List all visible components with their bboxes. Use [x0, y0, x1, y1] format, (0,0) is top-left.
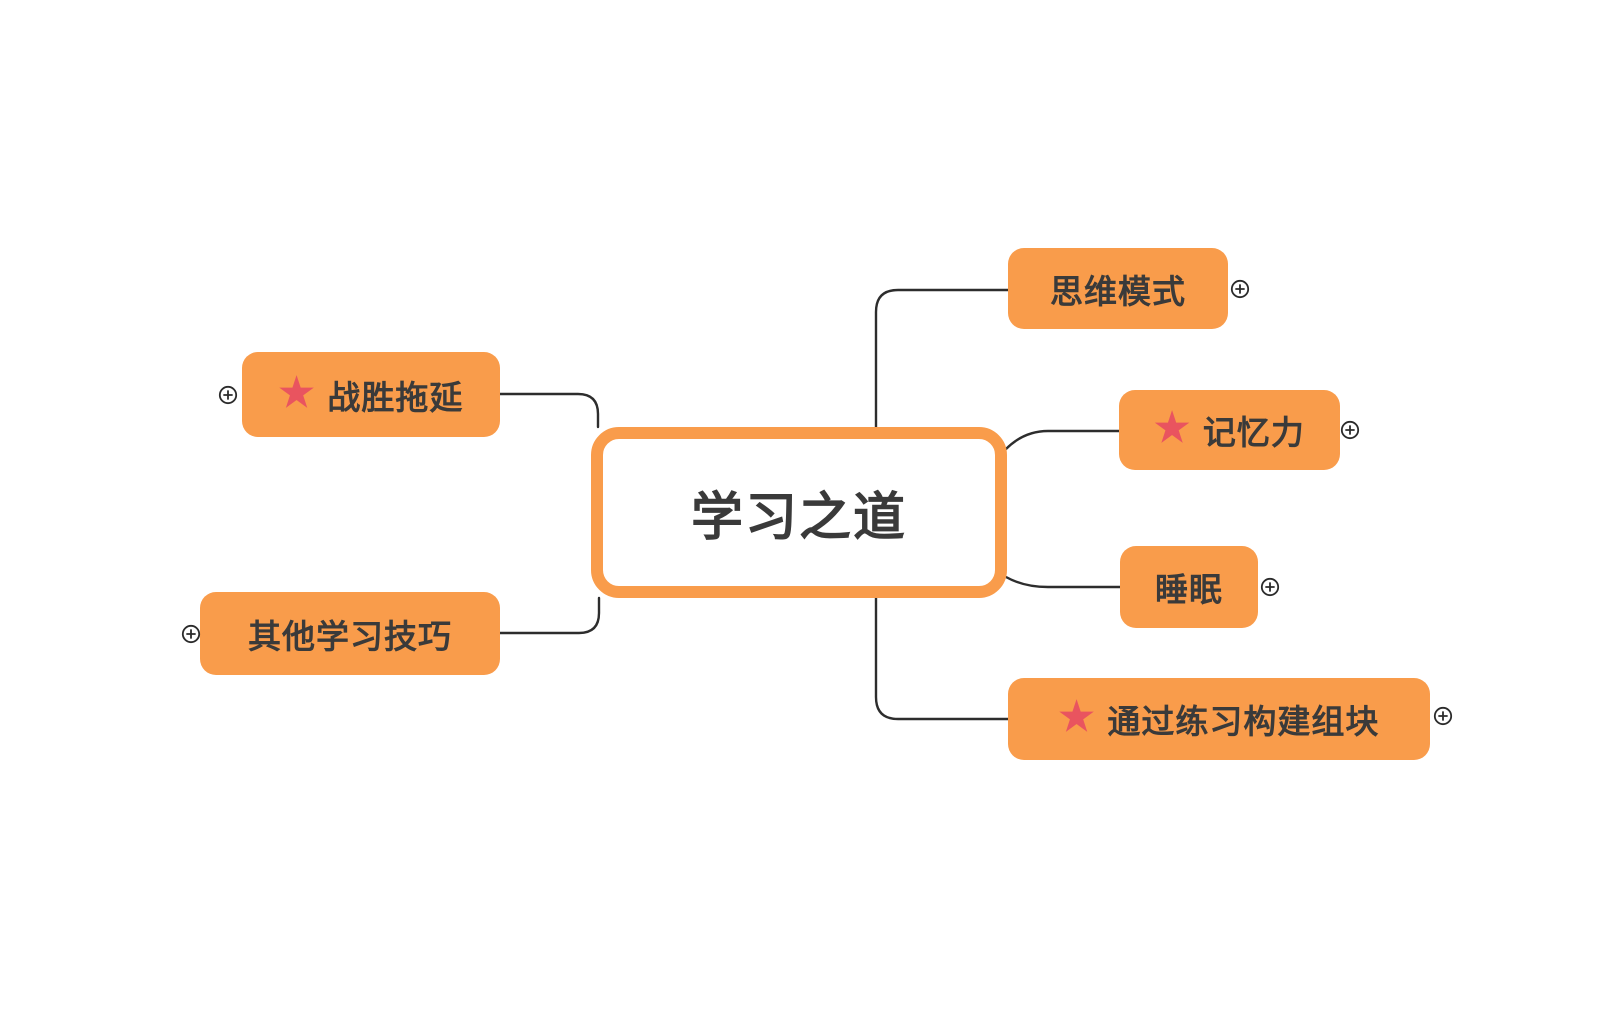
- plus-circle-icon: [1340, 420, 1360, 440]
- plus-circle-icon: [1260, 577, 1280, 597]
- star-icon[interactable]: ★: [278, 370, 316, 415]
- plus-circle-icon: [218, 385, 238, 405]
- topic-sleep[interactable]: 睡眠: [1120, 546, 1258, 628]
- topic-build-chunks-through-practice[interactable]: ★ 通过练习构建组块: [1008, 678, 1430, 760]
- connector-root-to-tongguo: [874, 596, 1010, 721]
- expand-button[interactable]: [218, 385, 238, 405]
- connector-root-to-siwei: [874, 288, 1010, 429]
- topic-thinking-modes[interactable]: 思维模式: [1008, 248, 1228, 329]
- plus-circle-icon: [181, 624, 201, 644]
- connector-root-to-zhansheng: [498, 392, 600, 429]
- topic-label: 记忆力: [1202, 414, 1305, 451]
- connector-root-to-jiyili: [1004, 429, 1121, 451]
- topic-memory[interactable]: ★ 记忆力: [1119, 390, 1340, 470]
- plus-circle-icon: [1230, 279, 1250, 299]
- topic-label: 思维模式: [1050, 272, 1186, 310]
- connector-root-to-shuimian: [1004, 575, 1122, 589]
- expand-button[interactable]: [1260, 577, 1280, 597]
- root-topic[interactable]: 学习之道: [591, 427, 1007, 598]
- expand-button[interactable]: [181, 624, 201, 644]
- expand-button[interactable]: [1340, 420, 1360, 440]
- expand-button[interactable]: [1230, 279, 1250, 299]
- plus-circle-icon: [1433, 706, 1453, 726]
- topic-label: 战胜拖延: [327, 378, 464, 416]
- topic-overcome-procrastination[interactable]: ★ 战胜拖延: [242, 352, 500, 437]
- star-icon[interactable]: ★: [1154, 406, 1191, 450]
- connector-root-to-qita: [498, 596, 601, 635]
- topic-label: 通过练习构建组块: [1107, 703, 1380, 740]
- topic-label: 其他学习技巧: [248, 617, 452, 655]
- topic-label: 睡眠: [1155, 571, 1223, 608]
- star-icon[interactable]: ★: [1058, 695, 1096, 739]
- expand-button[interactable]: [1433, 706, 1453, 726]
- topic-other-learning-skills[interactable]: 其他学习技巧: [200, 592, 500, 675]
- root-topic-label: 学习之道: [690, 489, 907, 547]
